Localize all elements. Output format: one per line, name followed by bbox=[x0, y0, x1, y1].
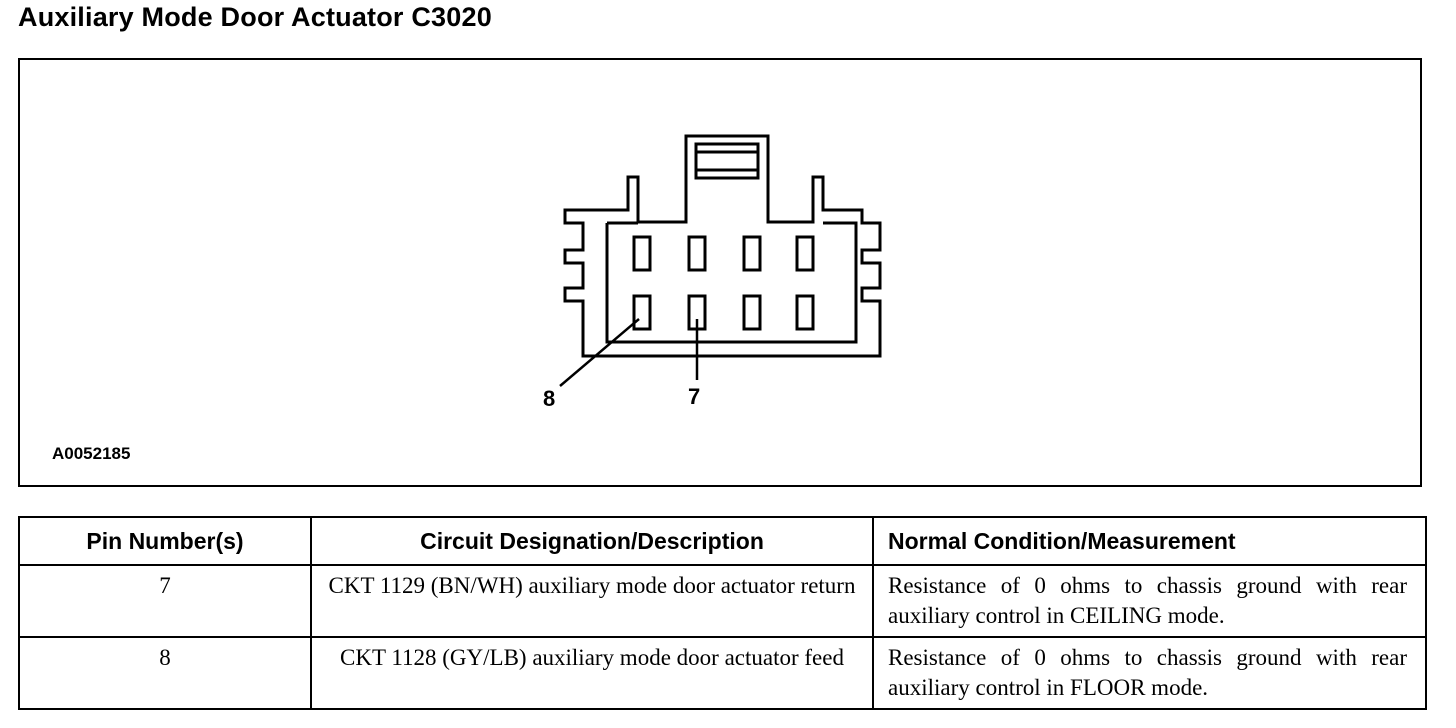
connector-outer-outline bbox=[563, 134, 882, 358]
pin-cavity bbox=[795, 294, 815, 331]
connector-inner-outline bbox=[605, 221, 858, 344]
pin-cavity bbox=[632, 294, 652, 331]
connector-latch bbox=[694, 142, 760, 180]
table-row: 8 CKT 1128 (GY/LB) auxiliary mode door a… bbox=[18, 636, 1427, 710]
cell-pin: 8 bbox=[18, 636, 312, 710]
pin-cavity bbox=[632, 235, 652, 272]
header-circuit: Circuit Designation/Description bbox=[310, 516, 874, 566]
cell-circuit: CKT 1129 (BN/WH) auxiliary mode door act… bbox=[310, 564, 874, 638]
table-header-row: Pin Number(s) Circuit Designation/Descri… bbox=[18, 516, 1427, 566]
cell-circuit: CKT 1128 (GY/LB) auxiliary mode door act… bbox=[310, 636, 874, 710]
cell-condition: Resistance of 0 ohms to chassis ground w… bbox=[872, 564, 1427, 638]
header-condition: Normal Condition/Measurement bbox=[872, 516, 1427, 566]
cell-pin: 7 bbox=[18, 564, 312, 638]
header-pin-numbers: Pin Number(s) bbox=[18, 516, 312, 566]
pin-cavity bbox=[742, 294, 762, 331]
pin-cavity bbox=[742, 235, 762, 272]
figure-id: A0052185 bbox=[52, 444, 131, 463]
leader-line-pin-8 bbox=[559, 318, 640, 387]
connector-diagram: 8 7 A0052185 bbox=[18, 58, 1422, 487]
pin-cavity bbox=[795, 235, 815, 272]
connector-face-drawing bbox=[559, 134, 882, 387]
pin-label-7: 7 bbox=[688, 384, 701, 409]
pin-label-8: 8 bbox=[543, 386, 556, 411]
table-row: 7 CKT 1129 (BN/WH) auxiliary mode door a… bbox=[18, 564, 1427, 638]
cell-condition: Resistance of 0 ohms to chassis ground w… bbox=[872, 636, 1427, 710]
pin-table: Pin Number(s) Circuit Designation/Descri… bbox=[18, 516, 1427, 710]
pin-cavity bbox=[687, 235, 707, 272]
page-title: Auxiliary Mode Door Actuator C3020 bbox=[18, 2, 492, 32]
